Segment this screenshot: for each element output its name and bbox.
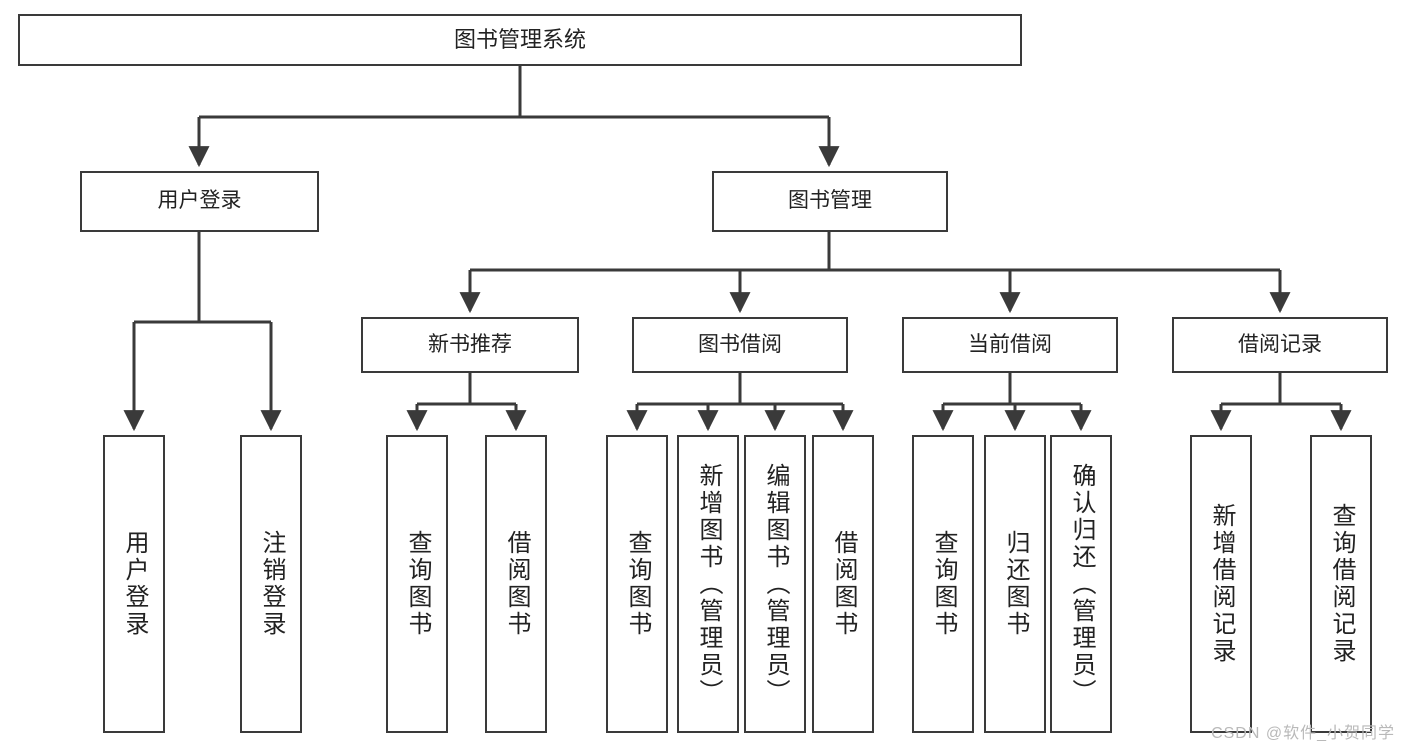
leaf-query-book-1-label: 查询图书: [404, 530, 431, 638]
watermark-text: CSDN @软件_小贺同学: [1211, 725, 1395, 742]
leaf-user-logout[interactable]: 注销登录: [240, 435, 302, 733]
leaf-borrow-book-1[interactable]: 借阅图书: [485, 435, 547, 733]
leaf-query-book-3-label: 查询图书: [930, 530, 957, 638]
leaf-query-book-2[interactable]: 查询图书: [606, 435, 668, 733]
leaf-confirm-return[interactable]: 确认归还（管理员）: [1050, 435, 1112, 733]
node-current-borrow-label: 当前借阅: [968, 332, 1052, 356]
leaf-user-login[interactable]: 用户登录: [103, 435, 165, 733]
leaf-borrow-book-1-label: 借阅图书: [503, 530, 530, 638]
node-borrow-record[interactable]: 借阅记录: [1172, 317, 1388, 373]
leaf-edit-book-label: 编辑图书（管理员）: [762, 462, 789, 706]
leaf-add-book-label: 新增图书（管理员）: [695, 462, 722, 706]
node-book-manage-label: 图书管理: [788, 189, 872, 213]
node-borrow-record-label: 借阅记录: [1238, 332, 1322, 356]
leaf-confirm-return-label: 确认归还（管理员）: [1068, 462, 1095, 706]
leaf-query-record-label: 查询借阅记录: [1328, 503, 1355, 665]
leaf-add-record[interactable]: 新增借阅记录: [1190, 435, 1252, 733]
node-new-book-recommend-label: 新书推荐: [428, 332, 512, 356]
node-root-label: 图书管理系统: [453, 27, 586, 53]
leaf-user-logout-label: 注销登录: [258, 530, 285, 638]
leaf-query-record[interactable]: 查询借阅记录: [1310, 435, 1372, 733]
leaf-add-book[interactable]: 新增图书（管理员）: [677, 435, 739, 733]
leaf-borrow-book-2-label: 借阅图书: [830, 530, 857, 638]
node-book-manage[interactable]: 图书管理: [712, 171, 948, 232]
leaf-borrow-book-2[interactable]: 借阅图书: [812, 435, 874, 733]
node-current-borrow[interactable]: 当前借阅: [902, 317, 1118, 373]
leaf-edit-book[interactable]: 编辑图书（管理员）: [744, 435, 806, 733]
leaf-query-book-3[interactable]: 查询图书: [912, 435, 974, 733]
leaf-query-book-2-label: 查询图书: [624, 530, 651, 638]
leaf-add-record-label: 新增借阅记录: [1208, 503, 1235, 665]
node-user-login-label: 用户登录: [157, 189, 242, 213]
node-new-book-recommend[interactable]: 新书推荐: [361, 317, 579, 373]
node-root[interactable]: 图书管理系统: [18, 14, 1022, 66]
leaf-return-book-label: 归还图书: [1002, 530, 1029, 638]
node-user-login[interactable]: 用户登录: [80, 171, 319, 232]
leaf-return-book[interactable]: 归还图书: [984, 435, 1046, 733]
leaf-query-book-1[interactable]: 查询图书: [386, 435, 448, 733]
node-book-borrow[interactable]: 图书借阅: [632, 317, 848, 373]
node-book-borrow-label: 图书借阅: [698, 332, 782, 356]
leaf-user-login-label: 用户登录: [121, 530, 148, 638]
